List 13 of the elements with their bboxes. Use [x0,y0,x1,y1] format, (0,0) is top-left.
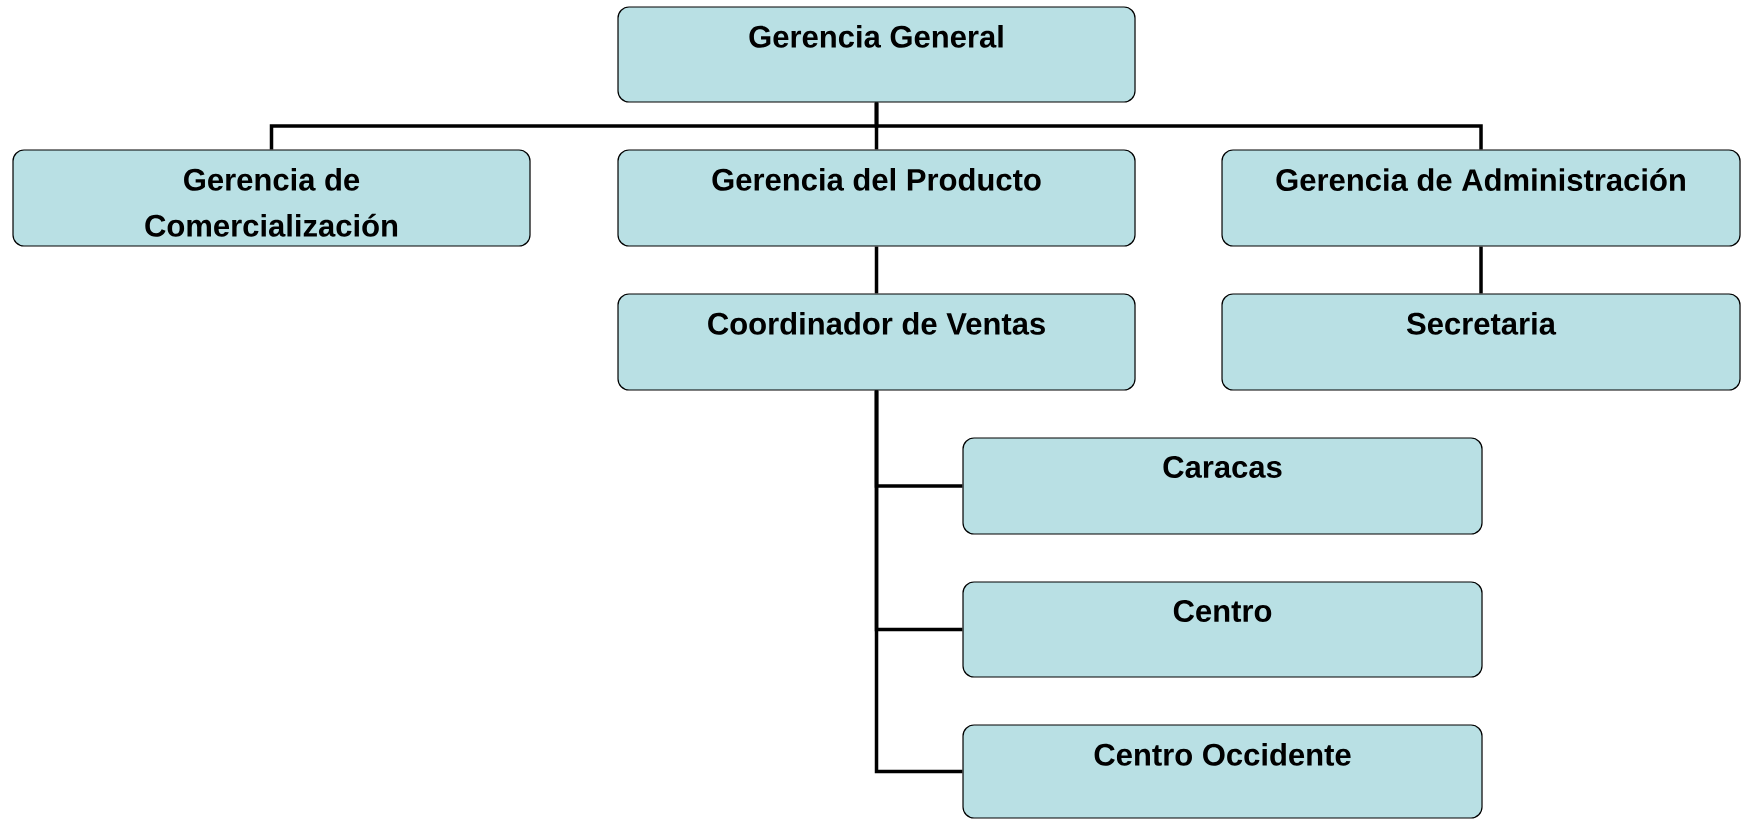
org-box: Gerencia de Comercialización [12,149,531,247]
connector-line [874,390,963,774]
connector-line [874,102,1483,150]
org-box: Caracas [962,437,1483,535]
org-box: Coordinador de Ventas [617,293,1136,391]
org-box: Centro Occidente [962,724,1483,819]
org-box: Secretaria [1221,293,1741,391]
connector-line [1479,246,1483,294]
org-box: Gerencia General [617,6,1136,103]
org-box: Gerencia del Producto [617,149,1136,247]
org-box: Centro [962,581,1483,678]
org-box: Gerencia de Administración [1221,149,1741,247]
connector-line [874,246,879,294]
